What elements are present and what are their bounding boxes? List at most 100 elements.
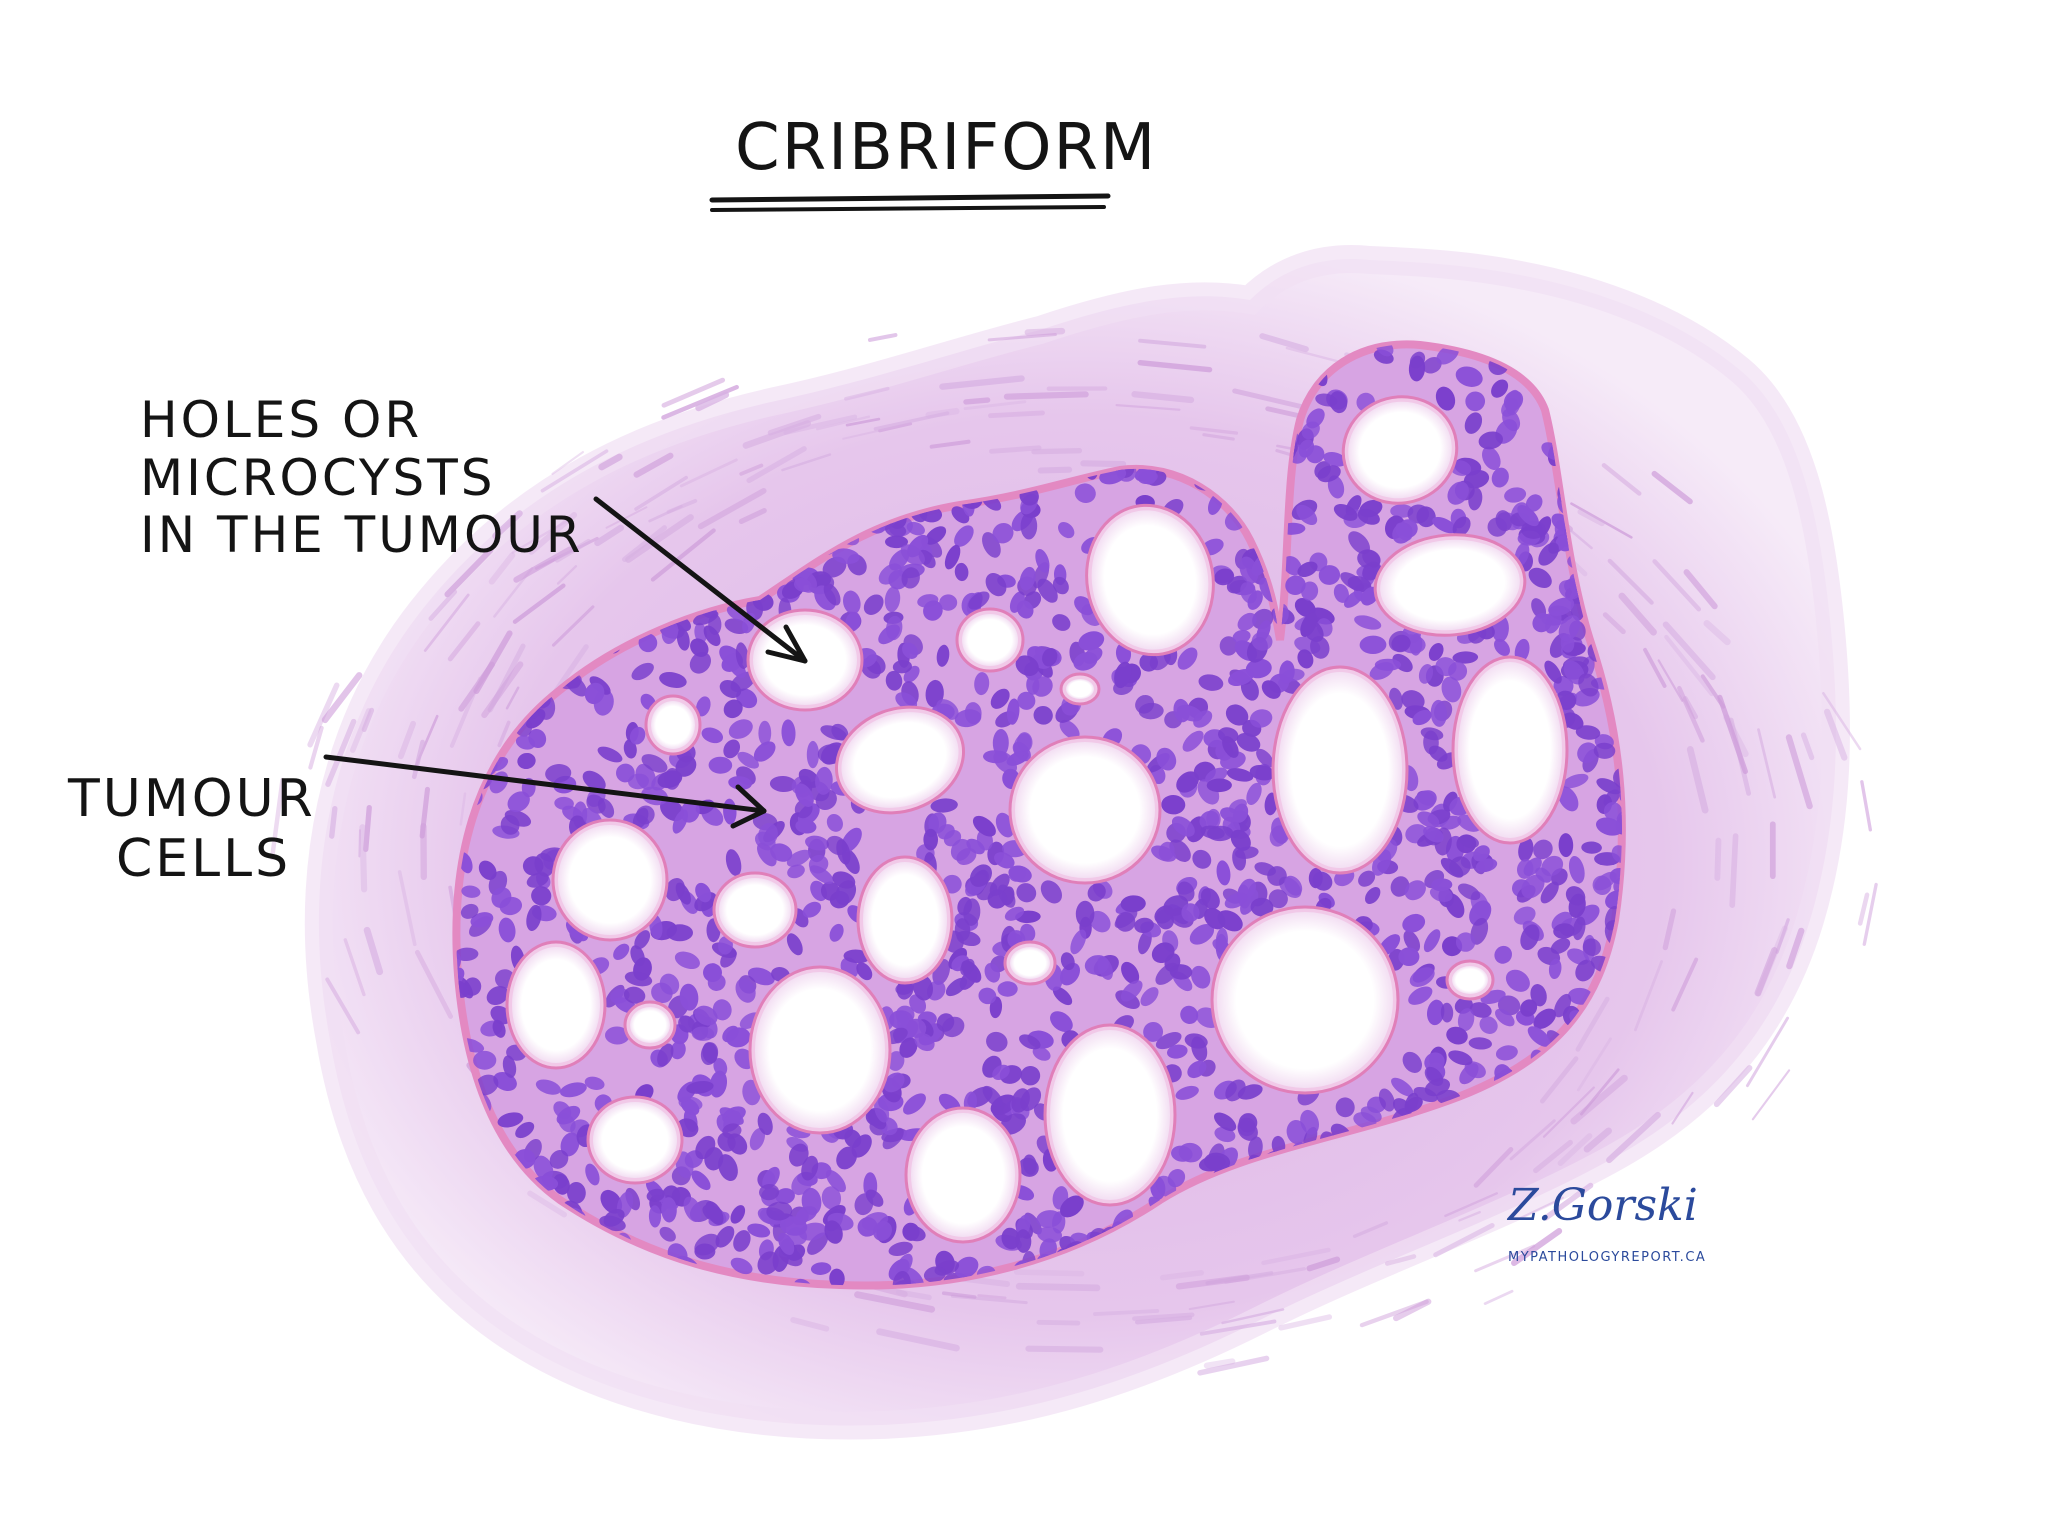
tumour-cell-nucleus bbox=[451, 347, 472, 372]
stroma-fiber bbox=[359, 830, 360, 856]
stroma-fiber bbox=[332, 809, 335, 836]
tumour-cell-nucleus bbox=[641, 329, 659, 358]
holes-label: HOLES OR MICROCYSTS IN THE TUMOUR bbox=[140, 392, 760, 565]
artist-signature: Z.Gorski bbox=[1508, 1180, 1698, 1231]
tumour-cell-nucleus bbox=[1575, 1274, 1600, 1296]
tumour-cell-nucleus bbox=[698, 359, 724, 378]
tumour-cell-nucleus bbox=[446, 376, 474, 393]
microcyst bbox=[719, 878, 791, 942]
tumour-cell-nucleus bbox=[451, 328, 473, 354]
tumour-cell-nucleus bbox=[465, 361, 494, 392]
tumour-cell-nucleus bbox=[1591, 1271, 1611, 1292]
microcyst bbox=[1278, 672, 1402, 868]
stroma-fiber bbox=[1019, 1286, 1097, 1288]
microcyst bbox=[1217, 912, 1393, 1088]
tumour-cell-nucleus bbox=[590, 361, 615, 392]
tumour-cell-nucleus bbox=[440, 334, 467, 358]
tumour-cell-nucleus bbox=[546, 348, 573, 375]
tumour-cell-nucleus bbox=[1396, 1284, 1420, 1302]
stroma-fiber bbox=[1007, 394, 1086, 396]
stroma-fiber bbox=[1034, 451, 1080, 452]
tumour-cell-nucleus bbox=[1076, 901, 1095, 927]
stroma-fiber bbox=[366, 808, 370, 850]
stroma-fiber bbox=[966, 400, 988, 402]
stroma-fiber bbox=[1860, 895, 1867, 924]
tumour-cell-nucleus bbox=[459, 361, 486, 375]
tumour-cell-nucleus bbox=[437, 343, 463, 375]
tumour-cell-nucleus bbox=[678, 351, 704, 369]
tumour-cell-nucleus bbox=[1533, 1267, 1559, 1286]
microcyst bbox=[630, 1007, 670, 1043]
stroma-fiber bbox=[990, 413, 1042, 416]
tumour-cell-nucleus bbox=[747, 347, 771, 375]
tumour-cell-nucleus bbox=[807, 741, 819, 768]
tumour-cell-nucleus bbox=[851, 333, 869, 359]
tumour-cells-label: TUMOUR CELLS bbox=[68, 710, 328, 949]
tumour-cell-nucleus bbox=[923, 829, 938, 851]
tumour-cell-nucleus bbox=[551, 346, 574, 377]
tumour-cell-nucleus bbox=[770, 359, 798, 386]
tumour-cell-nucleus bbox=[455, 346, 484, 379]
tumour-cell-nucleus bbox=[659, 369, 684, 394]
tumour-cell-nucleus bbox=[806, 344, 836, 368]
tumour-cell-nucleus bbox=[698, 353, 726, 382]
tumour-cell-nucleus bbox=[683, 337, 708, 358]
tumour-cell-nucleus bbox=[751, 362, 776, 385]
tumour-cell-nucleus bbox=[758, 721, 771, 746]
stroma-fiber bbox=[1017, 1272, 1082, 1274]
tumour-cell-nucleus bbox=[543, 346, 564, 374]
microcyst bbox=[651, 701, 695, 749]
stroma-fiber bbox=[1862, 782, 1870, 830]
tumour-cells-label-line1: TUMOUR bbox=[68, 769, 316, 829]
tumour-cell-nucleus bbox=[507, 366, 525, 388]
tumour-cell-nucleus bbox=[777, 332, 804, 359]
tumour-cell-nucleus bbox=[1453, 1249, 1478, 1265]
tumour-cell-nucleus bbox=[724, 347, 753, 378]
title-underline bbox=[712, 196, 1108, 210]
stroma-fiber bbox=[1717, 841, 1718, 878]
tumour-cell-nucleus bbox=[645, 365, 674, 394]
tumour-cell-nucleus bbox=[787, 351, 814, 365]
tumour-cell-nucleus bbox=[718, 337, 740, 354]
stroma-fiber bbox=[1732, 836, 1735, 905]
tumour-cell-nucleus bbox=[691, 340, 717, 371]
tumour-cell-nucleus bbox=[735, 362, 761, 385]
tumour-cell-nucleus bbox=[485, 368, 506, 387]
tumour-cell-nucleus bbox=[711, 350, 737, 376]
stroma-fiber bbox=[870, 335, 895, 340]
tumour-cell-nucleus bbox=[1437, 1288, 1459, 1301]
microcyst bbox=[911, 1113, 1015, 1237]
diagram-title: CRIBRIFORM bbox=[735, 112, 1157, 186]
microcyst bbox=[512, 947, 600, 1063]
stroma-fiber bbox=[1041, 470, 1070, 471]
microcyst bbox=[1010, 947, 1050, 979]
tumour-cell-nucleus bbox=[571, 338, 596, 363]
stroma-fiber bbox=[1207, 1361, 1233, 1365]
microcyst bbox=[863, 862, 947, 978]
stroma-fiber bbox=[1485, 1291, 1512, 1303]
microcyst bbox=[1050, 1030, 1170, 1200]
tumour-cells-label-line2: CELLS bbox=[68, 830, 328, 890]
microcyst bbox=[1458, 662, 1562, 838]
website-credit: MYPATHOLOGYREPORT.CA bbox=[1508, 1250, 1706, 1265]
tumour-cell-nucleus bbox=[1420, 1266, 1448, 1291]
stroma-fiber bbox=[992, 448, 1039, 451]
microcyst bbox=[1066, 679, 1094, 699]
tumour-cell-nucleus bbox=[803, 341, 830, 366]
stroma-fiber bbox=[1039, 1322, 1078, 1323]
tumour-cell-nucleus bbox=[527, 336, 555, 358]
tumour-cell-nucleus bbox=[764, 344, 777, 372]
stroma-fiber bbox=[1028, 331, 1062, 332]
tumour-cell-nucleus bbox=[1442, 1268, 1471, 1293]
stroma-fiber bbox=[1028, 1349, 1100, 1350]
microcyst bbox=[1015, 742, 1155, 878]
microcyst bbox=[593, 1102, 677, 1178]
tumour-cell-nucleus bbox=[1576, 1280, 1604, 1295]
tumour-cell-nucleus bbox=[667, 924, 693, 941]
microcyst bbox=[755, 972, 885, 1128]
microcyst bbox=[558, 825, 662, 935]
microcyst bbox=[962, 614, 1018, 666]
microcyst bbox=[1452, 966, 1488, 994]
stroma-fiber bbox=[1753, 1070, 1789, 1119]
